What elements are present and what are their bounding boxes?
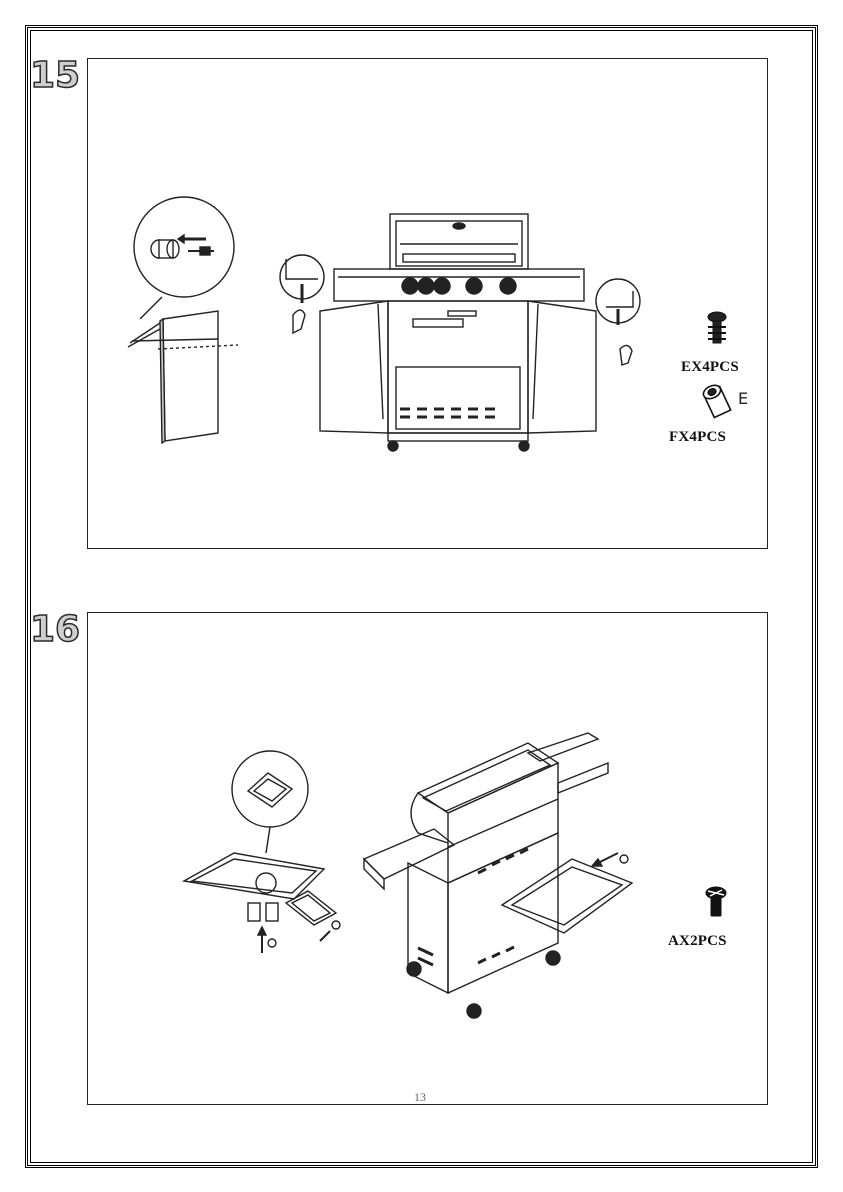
part-label-ex: EX4PCS [681,359,739,376]
part-label-fx: FX4PCS [669,429,726,446]
part-label-ax: AX2PCS [668,933,727,950]
step-16-panel: AX2PCS [87,612,768,1105]
zoom-detail-spacer-icon [151,235,214,258]
step-number-16: 16 [30,612,80,648]
step-number-15: 15 [30,58,80,94]
step-16-illustration [88,613,767,1104]
part-callout-letter: E [738,389,748,408]
step-15-illustration [88,59,767,548]
page-number: 13 [414,1090,426,1105]
step-15-panel: EX4PCS FX4PCS E [87,58,768,549]
